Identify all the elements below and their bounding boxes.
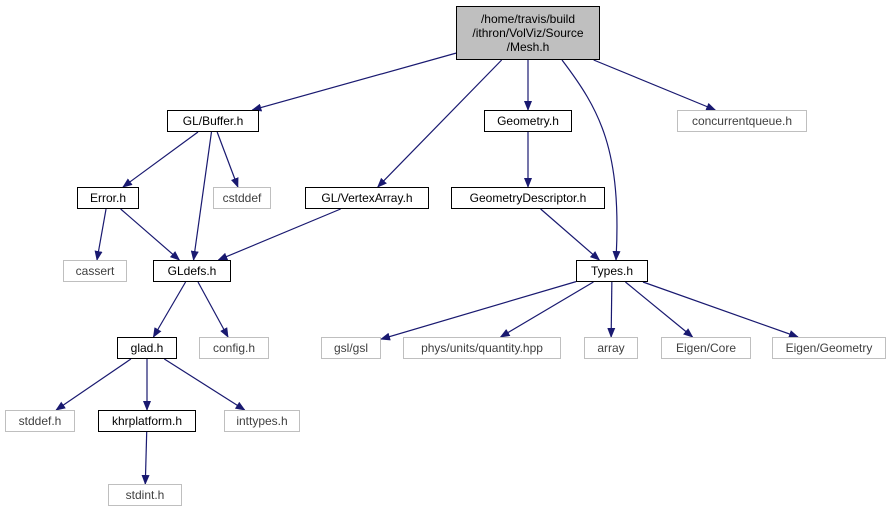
node-label: GLdefs.h (167, 264, 217, 278)
node-label: Types.h (590, 264, 634, 278)
node-label: /home/travis/build /ithron/VolViz/Source… (472, 12, 584, 54)
node-label: glad.h (130, 341, 164, 355)
edge-types-to-gsl (380, 281, 577, 341)
node-label: GeometryDescriptor.h (469, 191, 587, 205)
edge-glad-to-stddef (55, 358, 132, 411)
node-inttypes: inttypes.h (224, 410, 300, 432)
node-array: array (584, 337, 638, 359)
node-eigencore: Eigen/Core (661, 337, 751, 359)
edge-mesh-to-buffer (251, 52, 457, 112)
node-eigengeometry: Eigen/Geometry (772, 337, 886, 359)
edge-error-to-gldefs (120, 208, 181, 261)
node-khrplatform[interactable]: khrplatform.h (98, 410, 196, 432)
edge-types-to-array (607, 281, 616, 338)
node-label: inttypes.h (236, 414, 288, 428)
node-label: stddef.h (18, 414, 62, 428)
node-label: config.h (212, 341, 256, 355)
node-label: cassert (75, 264, 115, 278)
node-glad[interactable]: glad.h (117, 337, 177, 359)
edge-types-to-quantity (499, 281, 594, 338)
node-label: GL/VertexArray.h (321, 191, 413, 205)
edge-buffer-to-error (122, 131, 199, 188)
node-label: gsl/gsl (333, 341, 368, 355)
edge-khrplatform-to-stdint (141, 431, 150, 485)
node-label: Error.h (89, 191, 126, 205)
node-label: Geometry.h (497, 114, 559, 128)
node-vertexarray[interactable]: GL/VertexArray.h (305, 187, 429, 209)
node-label: khrplatform.h (111, 414, 183, 428)
edge-gldefs-to-config (197, 281, 229, 338)
edge-gldefs-to-glad (152, 281, 187, 338)
node-label: cstddef (222, 191, 262, 205)
edge-vertexarray-to-gldefs (217, 208, 341, 261)
node-label: phys/units/quantity.hpp (421, 341, 543, 355)
node-label: Eigen/Geometry (785, 341, 873, 355)
node-concurrentqueue: concurrentqueue.h (677, 110, 807, 132)
node-mesh[interactable]: /home/travis/build /ithron/VolViz/Source… (456, 6, 600, 60)
edge-types-to-eigencore (625, 281, 694, 338)
node-quantity: phys/units/quantity.hpp (403, 337, 561, 359)
edge-types-to-eigengeometry (642, 281, 799, 338)
edge-glad-to-inttypes (164, 358, 246, 411)
node-error[interactable]: Error.h (77, 187, 139, 209)
node-buffer[interactable]: GL/Buffer.h (167, 110, 259, 132)
node-label: Eigen/Core (675, 341, 737, 355)
edge-mesh-to-vertexarray (377, 59, 503, 188)
node-stddef: stddef.h (5, 410, 75, 432)
node-gsl: gsl/gsl (321, 337, 381, 359)
node-types[interactable]: Types.h (576, 260, 648, 282)
node-label: concurrentqueue.h (691, 114, 793, 128)
node-gldefs[interactable]: GLdefs.h (153, 260, 231, 282)
node-stdint: stdint.h (108, 484, 182, 506)
node-geometrydescriptor[interactable]: GeometryDescriptor.h (451, 187, 605, 209)
edge-mesh-to-concurrentqueue (593, 59, 717, 111)
node-label: GL/Buffer.h (182, 114, 244, 128)
node-cstddef: cstddef (213, 187, 271, 209)
edge-buffer-to-gldefs (190, 131, 213, 261)
node-config: config.h (199, 337, 269, 359)
edge-mesh-to-types (561, 59, 621, 261)
node-label: array (597, 341, 625, 355)
node-geometry[interactable]: Geometry.h (484, 110, 572, 132)
node-label: stdint.h (125, 488, 165, 502)
edge-geometrydescriptor-to-types (540, 208, 601, 261)
edge-buffer-to-cstddef (216, 131, 239, 188)
node-cassert: cassert (63, 260, 127, 282)
edge-error-to-cassert (94, 208, 107, 261)
